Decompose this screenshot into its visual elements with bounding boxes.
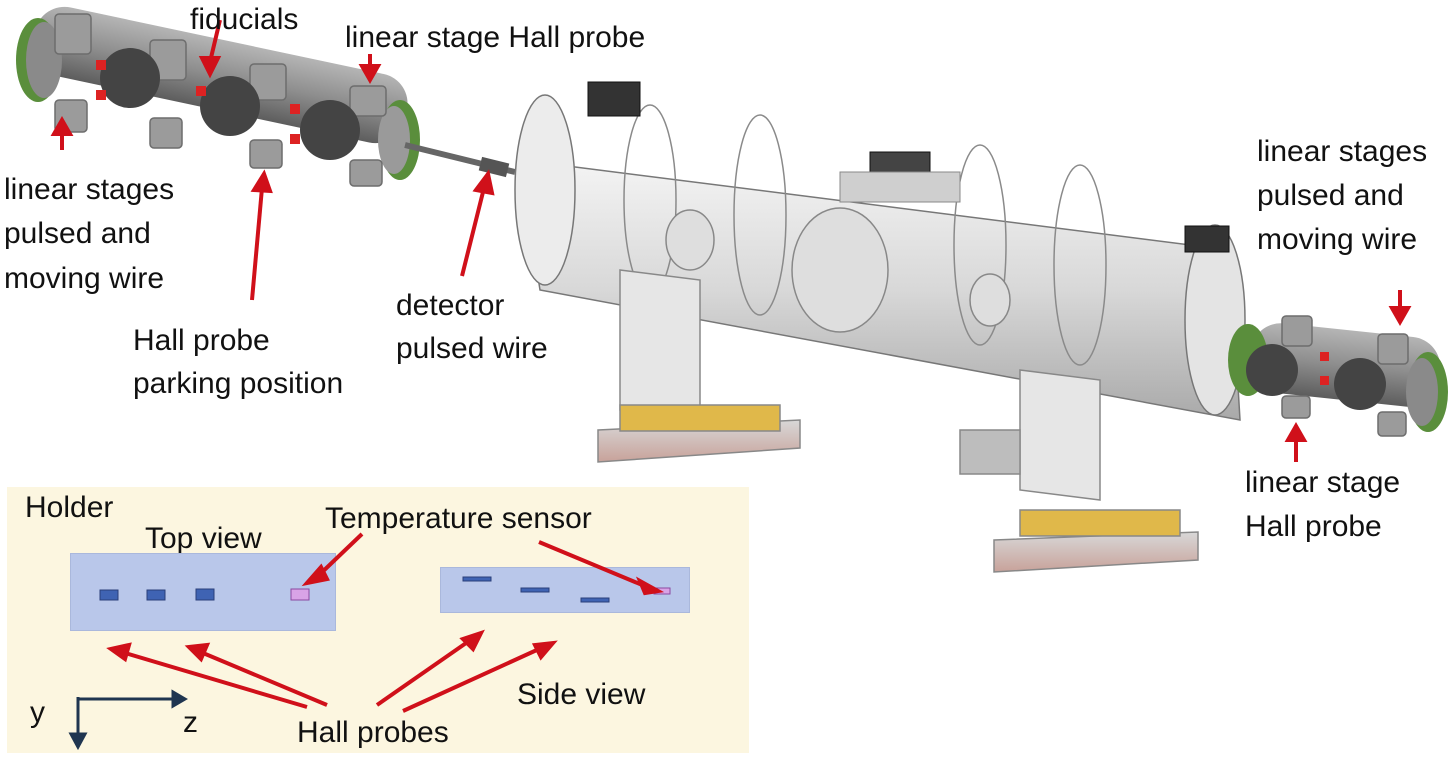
callout-arrows (50, 19, 1412, 462)
arrow-temp-side (538, 540, 648, 589)
inset-side-view-label: Side view (517, 678, 646, 711)
label-fiducials: fiducials (190, 3, 299, 36)
label-right-stages-line2: pulsed and (1257, 179, 1404, 212)
top-view-hall-probe (99, 589, 119, 601)
label-left-stages-line1: linear stages (4, 173, 175, 206)
label-detector-line1: detector (396, 289, 505, 322)
top-view-hall-probe (195, 588, 215, 601)
right-stage-assembly (1228, 315, 1448, 437)
side-view-hall-probe (580, 597, 610, 603)
side-view-hall-probe (520, 587, 550, 593)
arrow-hall-2 (202, 651, 328, 707)
label-parking-line2: parking position (133, 367, 344, 400)
arrow-hall-4 (402, 647, 540, 713)
inset-drawing (68, 532, 671, 751)
arrow-hall-3 (375, 639, 471, 707)
side-view-hall-probe (462, 576, 492, 582)
label-right-stages-line3: moving wire (1257, 223, 1418, 256)
top-view-temperature-sensor (290, 588, 310, 601)
label-parking-line1: Hall probe (133, 324, 270, 357)
label-right-stages-line1: linear stages (1257, 135, 1428, 168)
label-linear-stage-hall-probe-top: linear stage Hall probe (345, 21, 646, 54)
label-detector-line2: pulsed wire (396, 332, 548, 365)
supports (597, 269, 1199, 573)
inset-top-view-label: Top view (145, 522, 262, 555)
holder-inset: Holder Top view Temperature sensor Side … (7, 487, 749, 753)
inset-title-holder: Holder (25, 491, 114, 524)
label-right-stage-line2: Hall probe (1245, 510, 1382, 543)
axis-y-label: y (30, 696, 45, 729)
label-left-stages-line3: moving wire (4, 262, 165, 295)
arrow-hall-1 (124, 651, 308, 709)
axis-z-arrowhead (171, 689, 188, 709)
label-left-stages-line2: pulsed and (4, 217, 151, 250)
left-stage-assembly (16, 6, 516, 187)
axis-y-arrowhead (68, 732, 88, 751)
top-view-hall-probe (146, 589, 166, 601)
axis-z-label: z (183, 706, 198, 739)
inset-hall-probes-label: Hall probes (297, 716, 449, 749)
inset-temperature-sensor-label: Temperature sensor (325, 502, 592, 535)
label-right-stage-line1: linear stage (1245, 466, 1401, 499)
